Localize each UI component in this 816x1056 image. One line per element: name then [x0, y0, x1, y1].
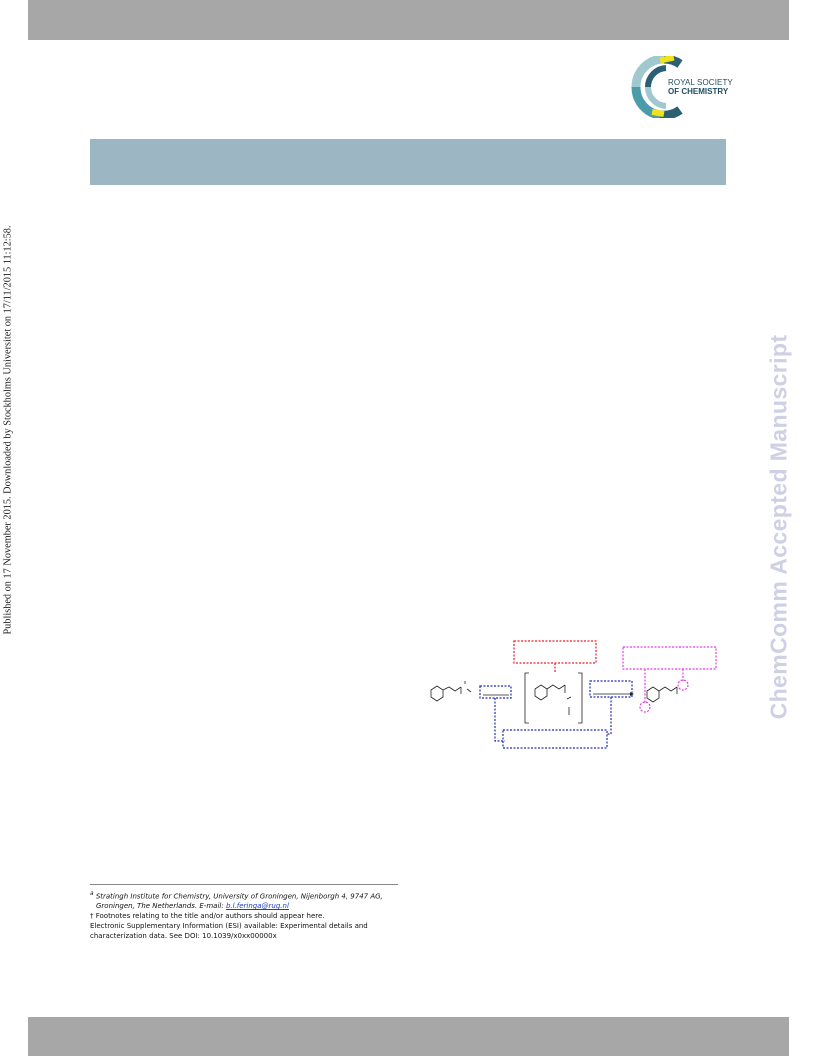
scheme-starting-material — [430, 681, 472, 702]
scheme-product — [646, 686, 678, 703]
affiliation-marker: a — [90, 891, 94, 897]
scheme-magenta-box — [622, 646, 717, 713]
watermark-text: ChemComm Accepted Manuscript — [765, 334, 792, 720]
scheme-red-box — [513, 640, 597, 672]
footer-bar — [28, 1017, 789, 1056]
scheme-blue-boxes — [479, 680, 634, 749]
publication-note-text: Published on 17 November 2015. Downloade… — [2, 225, 14, 635]
affiliation-line-1: a Stratingh Institute for Chemistry, Uni… — [90, 889, 410, 901]
logo-line-2: OF CHEMISTRY — [668, 87, 729, 96]
scheme-intermediate — [524, 672, 583, 724]
affiliation-text-2: Groningen, The Netherlands. E-mail: — [96, 902, 226, 911]
logo-line-1: ROYAL SOCIETY — [668, 78, 733, 87]
affiliation-line-2: Groningen, The Netherlands. E-mail: b.l.… — [90, 901, 410, 911]
author-email-link[interactable]: b.l.feringa@rug.nl — [225, 902, 289, 911]
esi-line-2: characterization data. See DOI: 10.1039/… — [90, 932, 277, 941]
footnote-divider — [90, 884, 398, 885]
header-bar — [28, 0, 789, 40]
rsc-logo-text: ROYAL SOCIETY OF CHEMISTRY — [668, 79, 733, 96]
affiliation-text-1: Stratingh Institute for Chemistry, Unive… — [95, 892, 383, 901]
title-band — [90, 139, 726, 185]
rsc-logo-mark-icon — [631, 54, 683, 120]
dagger-footnote: † Footnotes relating to the title and/or… — [90, 912, 325, 921]
rsc-logo — [630, 54, 730, 120]
reaction-scheme — [430, 640, 717, 749]
esi-line-1: Electronic Supplementary Information (ES… — [90, 922, 368, 931]
footnotes: a Stratingh Institute for Chemistry, Uni… — [90, 889, 410, 941]
